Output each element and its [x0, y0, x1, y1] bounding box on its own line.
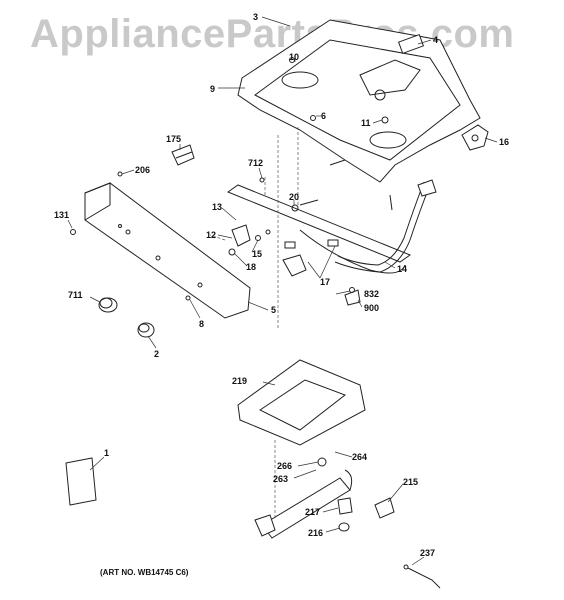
label-part-9: 9 [210, 84, 215, 94]
label-part-1: 1 [104, 448, 109, 458]
label-part-264: 264 [352, 452, 367, 462]
label-part-832: 832 [364, 289, 379, 299]
label-part-206: 206 [135, 165, 150, 175]
part-219-baffle [237, 359, 366, 446]
label-part-219: 219 [232, 376, 247, 386]
label-part-900: 900 [364, 303, 379, 313]
part-711-knob [98, 297, 118, 313]
label-part-20: 20 [289, 192, 299, 202]
part-175-drawing [171, 144, 195, 166]
leader-lines [67, 16, 498, 566]
manifold-rail [226, 184, 412, 274]
label-part-263: 263 [273, 474, 288, 484]
part-1-literature [65, 457, 97, 506]
label-part-711: 711 [68, 290, 83, 300]
label-part-8: 8 [199, 319, 204, 329]
art-number: (ART NO. WB14745 C6) [100, 568, 189, 577]
label-part-131: 131 [54, 210, 69, 220]
part-2-knob [137, 322, 155, 338]
label-part-12: 12 [206, 230, 216, 240]
label-part-16: 16 [499, 137, 509, 147]
label-part-2: 2 [154, 349, 159, 359]
part-14-pipe [334, 179, 437, 273]
oven-burner-tube [254, 457, 395, 539]
label-part-237: 237 [420, 548, 435, 558]
burner-box [237, 19, 481, 183]
valve-parts [70, 57, 393, 306]
label-part-215: 215 [403, 477, 418, 487]
label-part-175: 175 [166, 134, 181, 144]
label-part-17: 17 [320, 277, 330, 287]
label-part-4: 4 [433, 35, 438, 45]
label-part-217: 217 [305, 507, 320, 517]
part-labels: 3 4 10 9 6 11 16 175 712 206 20 13 131 1… [54, 12, 509, 558]
label-part-10: 10 [289, 52, 299, 62]
label-part-15: 15 [252, 249, 262, 259]
part-16-drawing [461, 124, 489, 151]
label-part-712: 712 [248, 158, 263, 168]
label-part-3: 3 [253, 12, 258, 22]
label-part-13: 13 [212, 202, 222, 212]
part-5-front-panel [84, 182, 251, 319]
label-part-6: 6 [321, 111, 326, 121]
guide-lines [209, 125, 299, 520]
part-237-drawing [403, 564, 441, 589]
label-part-14: 14 [397, 264, 407, 274]
label-part-216: 216 [308, 528, 323, 538]
label-part-11: 11 [361, 118, 371, 128]
label-part-5: 5 [271, 305, 276, 315]
label-part-266: 266 [277, 461, 292, 471]
label-part-18: 18 [246, 262, 256, 272]
